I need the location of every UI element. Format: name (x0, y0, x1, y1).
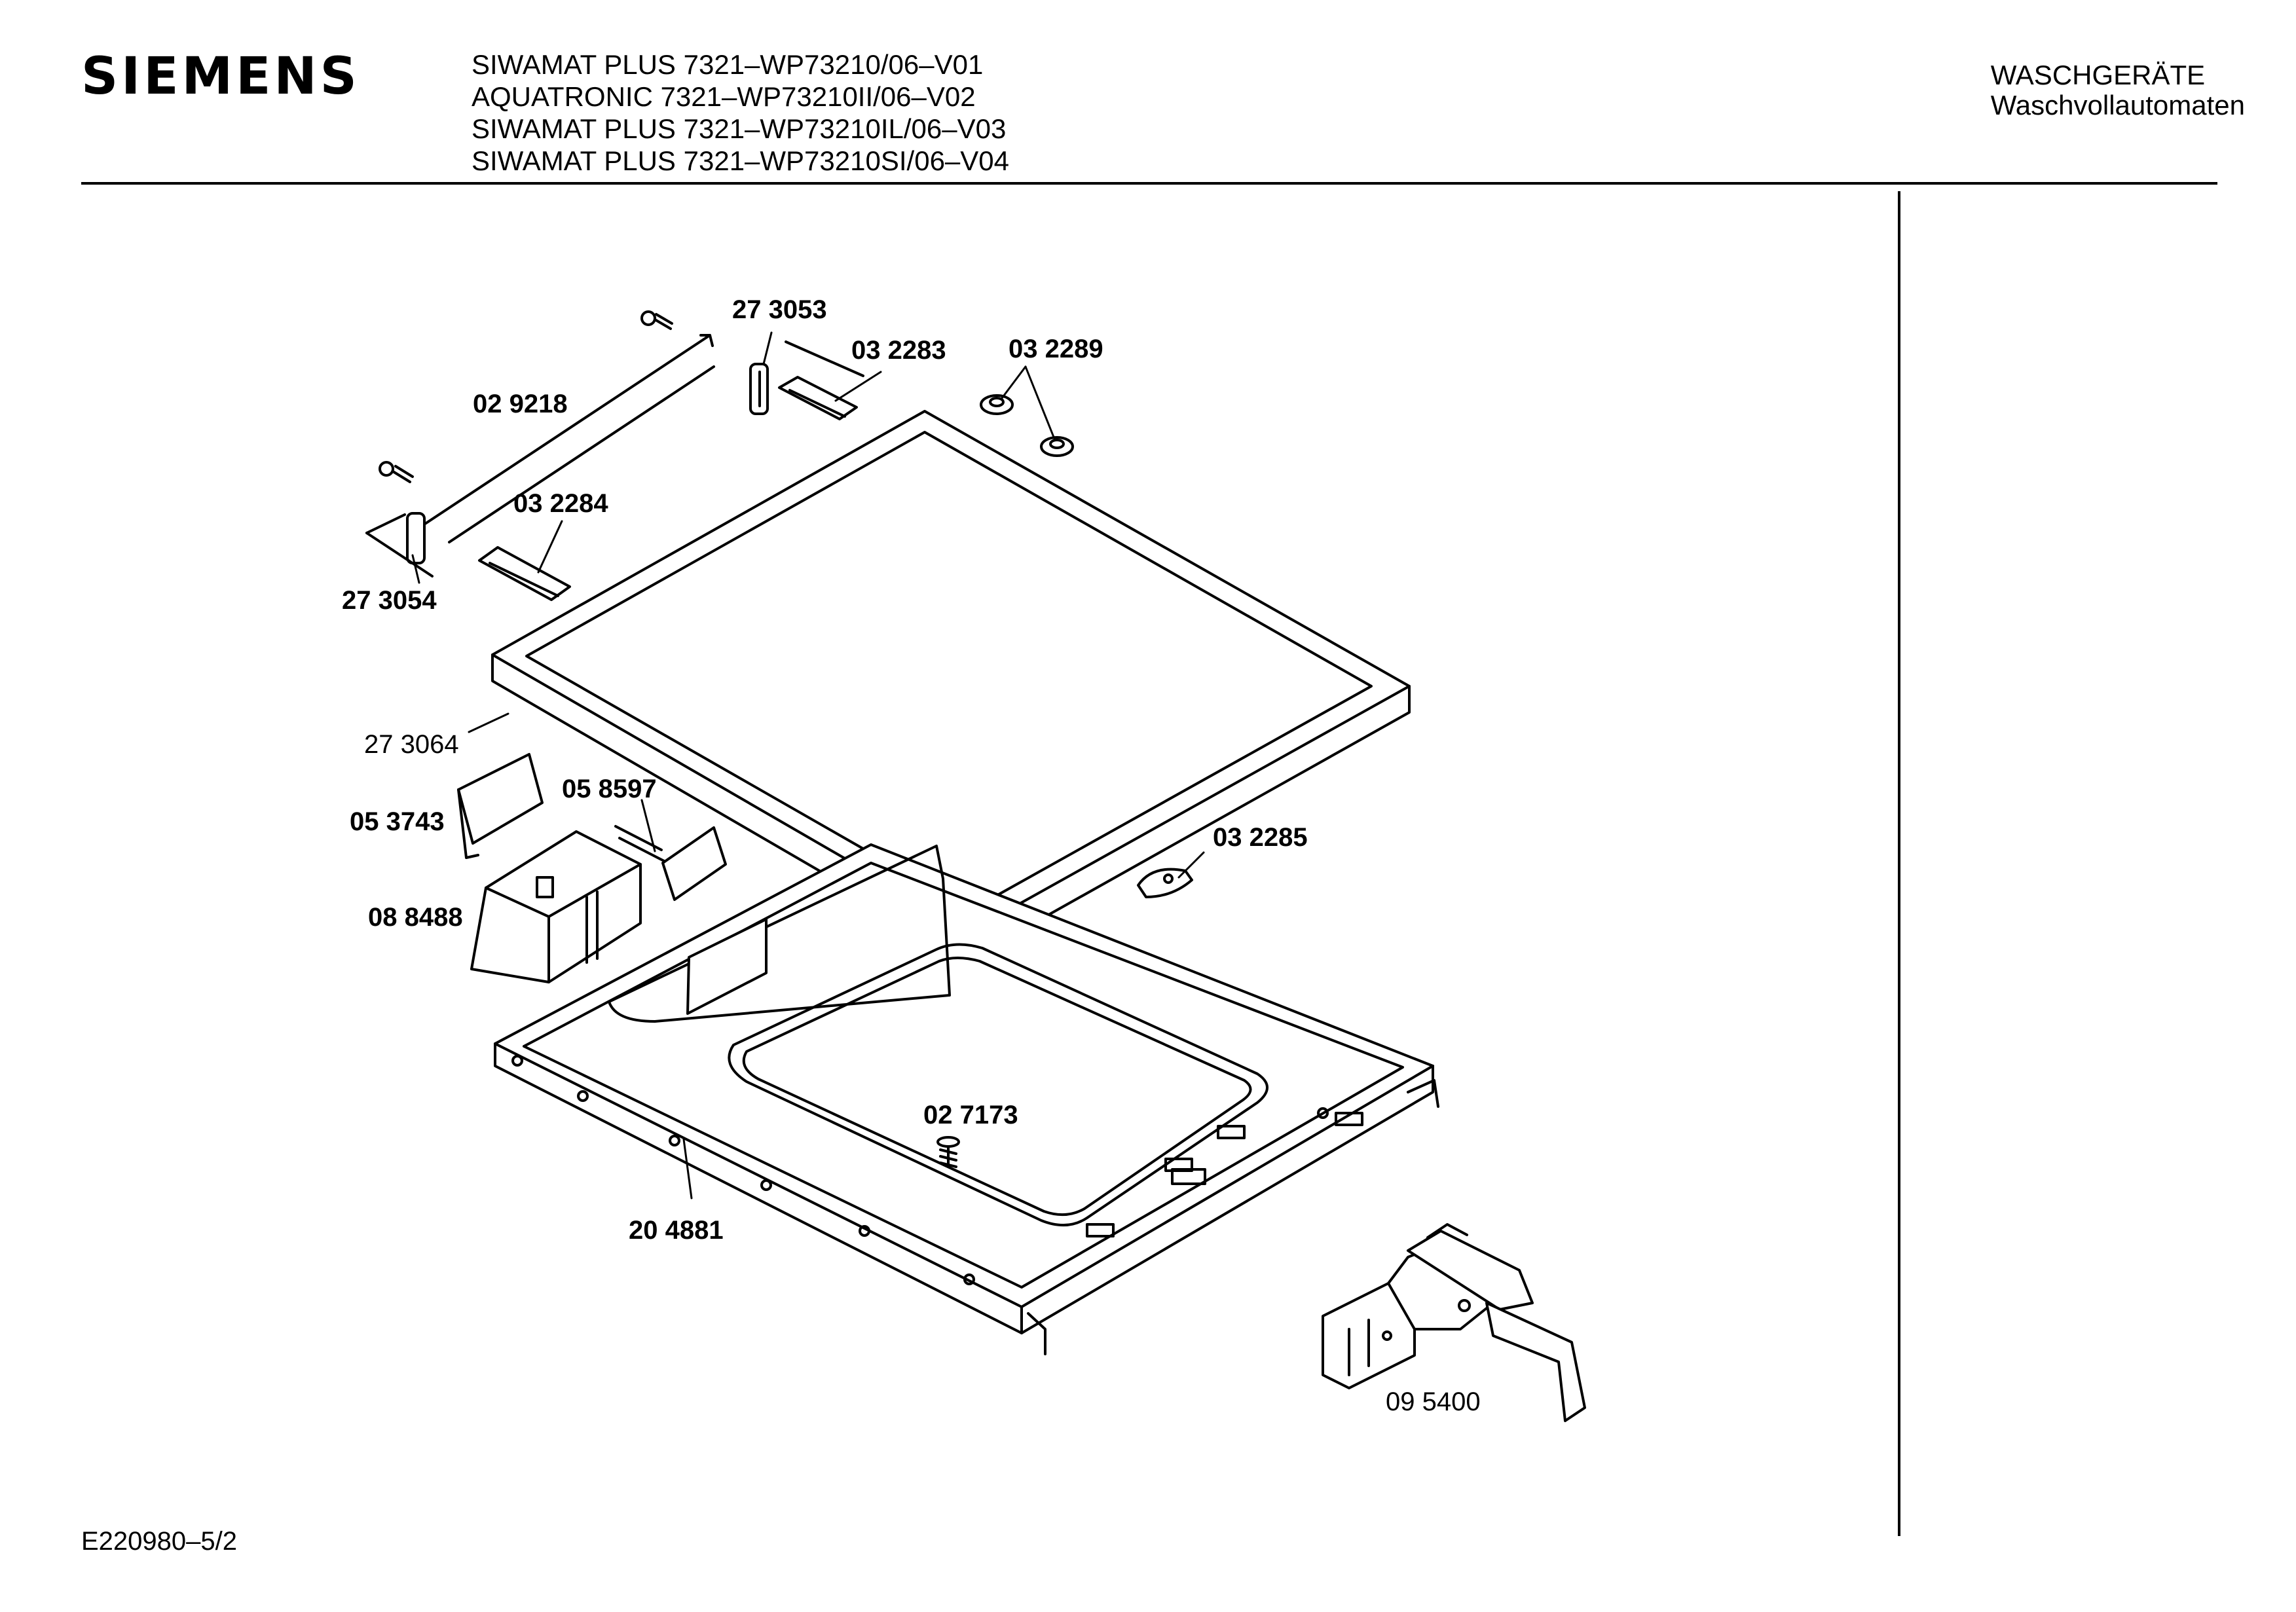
base-frame (494, 843, 1439, 1355)
category-block: WASCHGERÄTE Waschvollautomaten (1991, 60, 2245, 120)
part-label-273053: 27 3053 (732, 295, 827, 324)
part-label-088488: 08 8488 (368, 903, 463, 932)
part-label-027173: 02 7173 (923, 1101, 1018, 1129)
part-label-029218: 02 9218 (473, 390, 568, 418)
part-label-058597: 05 8597 (562, 775, 657, 803)
header-divider (81, 182, 2217, 185)
hinge-plate-032283 (778, 376, 858, 420)
screw-top (640, 310, 673, 330)
lid-panel (491, 410, 1411, 960)
screw-left (379, 461, 414, 483)
hinge-273053 (749, 340, 864, 415)
right-margin-divider (1898, 191, 1900, 1536)
drawer-cover-053743 (457, 753, 544, 859)
hinge-plate-032284 (478, 546, 571, 601)
part-label-273064: 27 3064 (364, 730, 459, 759)
drawer-housing-088488 (470, 830, 642, 983)
screw-027173 (936, 1136, 960, 1168)
model-line-4: SIWAMAT PLUS 7321–WP73210SI/06–V04 (472, 145, 1010, 176)
siemens-logo: SIEMENS (81, 47, 360, 106)
part-label-204881: 20 4881 (629, 1216, 724, 1245)
leader-lines (411, 331, 1205, 1200)
model-line-1: SIWAMAT PLUS 7321–WP73210/06–V01 (472, 49, 984, 80)
category-title: WASCHGERÄTE (1990, 60, 2206, 90)
model-line-2: AQUATRONIC 7321–WP73210II/06–V02 (472, 81, 976, 112)
part-label-095400: 09 5400 (1386, 1387, 1481, 1416)
model-line-3: SIWAMAT PLUS 7321–WP73210IL/06–V03 (472, 113, 1007, 144)
model-list: SIWAMAT PLUS 7321–WP73210/06–V01 AQUATRO… (472, 48, 1009, 177)
drawing-code: E220980–5/2 (81, 1527, 238, 1556)
part-label-032284: 03 2284 (513, 489, 608, 518)
part-label-032285: 03 2285 (1213, 823, 1308, 852)
hinge-rod-029218 (418, 334, 715, 543)
part-label-053743: 05 3743 (350, 807, 445, 836)
part-label-032289: 03 2289 (1009, 335, 1103, 363)
door-lock-095400 (1322, 1223, 1586, 1422)
clip-032285 (1137, 868, 1193, 898)
buffer-032289 (980, 394, 1074, 457)
part-label-273054: 27 3054 (342, 586, 437, 615)
part-label-032283: 03 2283 (851, 336, 946, 365)
hinge-273054 (365, 512, 434, 577)
category-subtitle: Waschvollautomaten (1990, 90, 2245, 120)
